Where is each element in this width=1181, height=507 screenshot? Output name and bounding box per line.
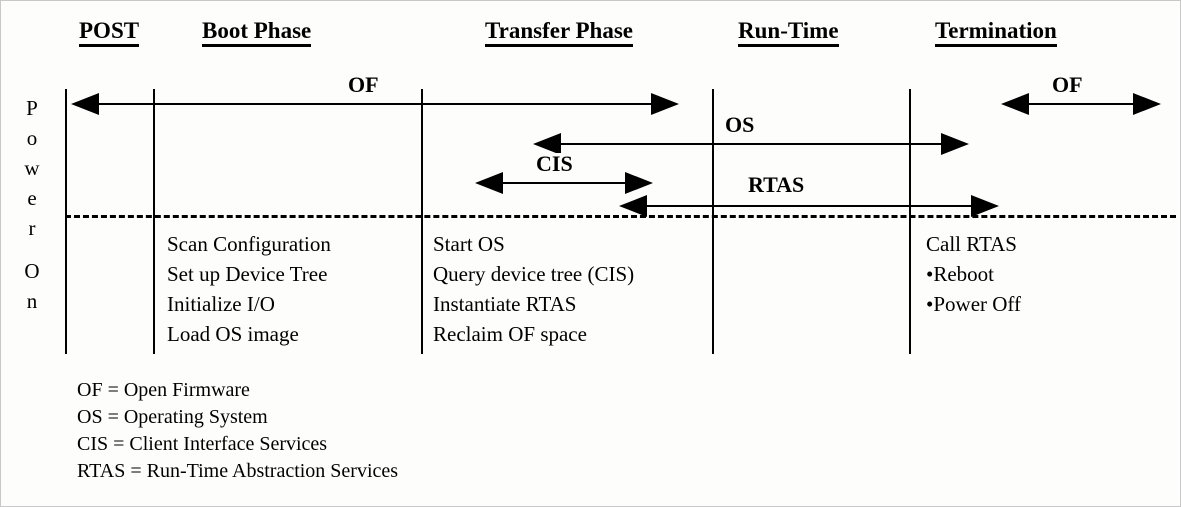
power-on-spacer (19, 243, 45, 256)
arrow-label-rtas: RTAS (743, 174, 810, 196)
arrowhead-left-icon (71, 93, 99, 115)
arrowhead-right-icon (971, 195, 999, 217)
arrow-label-of-termination: OF (1047, 74, 1088, 96)
arrowhead-right-icon (941, 133, 969, 155)
legend-item-os: OS = Operating System (77, 406, 268, 428)
power-on-letter-n: n (26, 289, 38, 313)
phase-header-boot: Boot Phase (202, 19, 312, 47)
arrowhead-left-icon (619, 195, 647, 217)
legend-item-cis: CIS = Client Interface Services (77, 433, 328, 455)
list-item: Initialize I/O (167, 292, 275, 316)
phase-divider-transfer-runtime (712, 89, 714, 354)
phase-header-runtime: Run-Time (738, 19, 839, 47)
list-item: Instantiate RTAS (433, 292, 577, 316)
arrow-shaft (1023, 103, 1139, 105)
arrow-shaft (497, 182, 631, 184)
list-item: •Reboot (926, 262, 995, 286)
phase-header-post: POST (79, 19, 140, 47)
list-item: Reclaim OF space (433, 322, 587, 346)
list-item: Set up Device Tree (167, 262, 328, 286)
phase-divider-boot-transfer (421, 89, 423, 354)
arrowhead-left-icon (533, 133, 561, 155)
phase-divider-post-boot (153, 89, 155, 354)
power-on-label: P o w e r O n (19, 93, 45, 316)
arrow-shaft (93, 103, 657, 105)
arrow-shaft (555, 143, 947, 145)
list-item: •Power Off (926, 292, 1022, 316)
arrowhead-right-icon (651, 93, 679, 115)
power-on-letter-r: r (28, 216, 36, 240)
arrow-shaft (641, 205, 977, 207)
legend-item-of: OF = Open Firmware (77, 379, 250, 401)
arrow-label-cis: CIS (531, 153, 578, 175)
task-list-boot: Scan Configuration Set up Device Tree In… (167, 229, 331, 349)
power-on-letter-e: e (27, 186, 37, 210)
phase-divider-runtime-termination (909, 89, 911, 354)
arrowhead-right-icon (625, 172, 653, 194)
arrowhead-left-icon (475, 172, 503, 194)
phase-header-transfer: Transfer Phase (485, 19, 633, 47)
phase-header-termination: Termination (935, 19, 1057, 47)
list-item: Start OS (433, 232, 505, 256)
arrow-label-of-top: OF (343, 74, 384, 96)
power-on-letter-o: o (26, 126, 38, 150)
power-on-letter-p: P (26, 96, 38, 120)
arrow-label-os: OS (720, 114, 760, 136)
task-list-termination: Call RTAS •Reboot •Power Off (926, 229, 1021, 319)
list-item: Query device tree (CIS) (433, 262, 635, 286)
power-on-letter-O: O (24, 259, 40, 283)
list-item: Call RTAS (926, 232, 1017, 256)
power-on-letter-w: w (24, 156, 40, 180)
legend: OF = Open Firmware OS = Operating System… (77, 377, 398, 485)
task-list-transfer: Start OS Query device tree (CIS) Instant… (433, 229, 634, 349)
arrowhead-left-icon (1001, 93, 1029, 115)
legend-item-rtas: RTAS = Run-Time Abstraction Services (77, 460, 399, 482)
phase-divider-post-left (65, 89, 67, 354)
arrowhead-right-icon (1133, 93, 1161, 115)
list-item: Scan Configuration (167, 232, 331, 256)
list-item: Load OS image (167, 322, 299, 346)
